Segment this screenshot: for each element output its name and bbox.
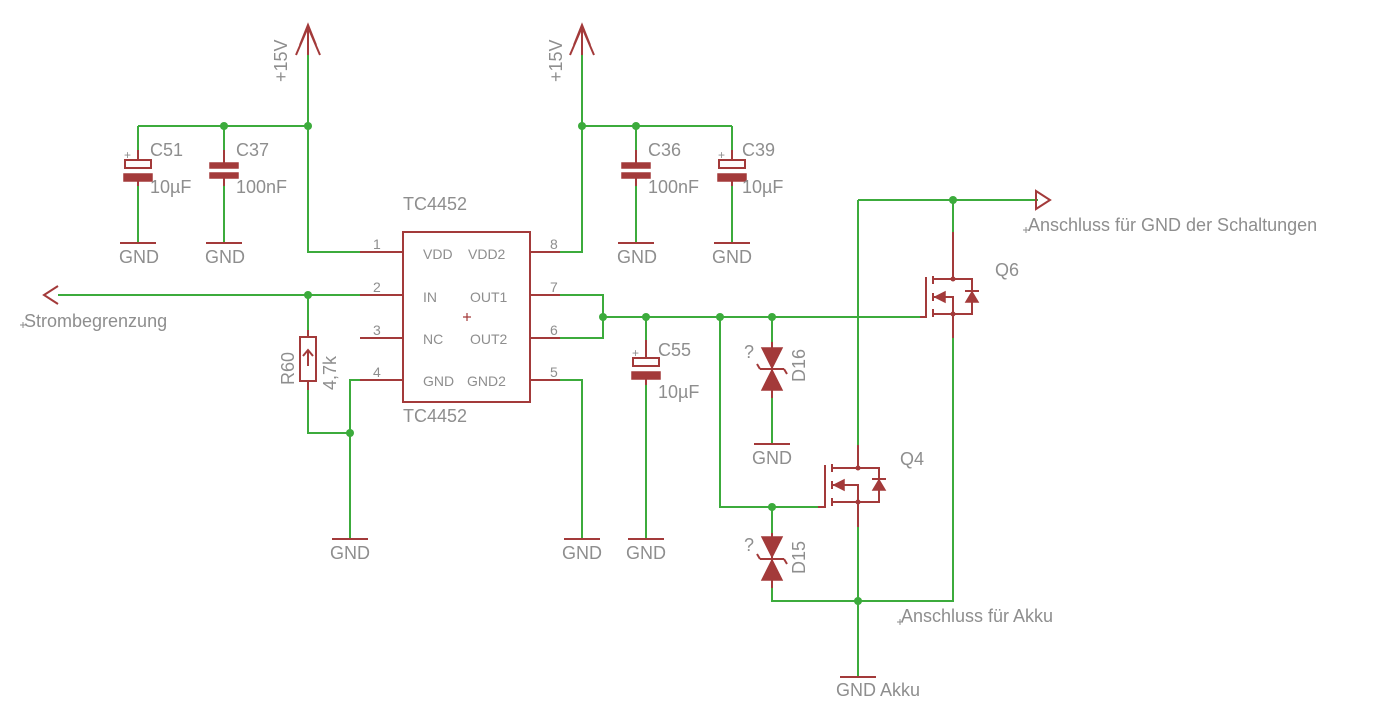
mosfet-q6 xyxy=(920,232,980,338)
d15-value: ? xyxy=(744,535,754,555)
c39-value: 10µF xyxy=(742,177,783,197)
ic-pin-2: 2 xyxy=(373,279,381,295)
mosfet-q4 xyxy=(818,445,887,527)
vcc-symbol-right: +15V xyxy=(546,22,595,82)
ic-pin-7: 7 xyxy=(550,279,558,295)
diode-d15 xyxy=(756,533,788,588)
ic-label-gnd2: GND2 xyxy=(467,373,506,389)
gnd-label-d16: GND xyxy=(752,448,792,468)
wires xyxy=(58,55,1038,676)
capacitor-c55: + xyxy=(631,340,661,385)
gnd-label-c36: GND xyxy=(617,247,657,267)
ic-pin-4: 4 xyxy=(373,364,381,380)
svg-text:+15V: +15V xyxy=(546,39,566,82)
gnd-label-pin5: GND xyxy=(562,543,602,563)
ic-label-gnd: GND xyxy=(423,373,454,389)
ic-label-out2: OUT2 xyxy=(470,331,508,347)
svg-text:+: + xyxy=(718,148,725,162)
c51-value: 10µF xyxy=(150,177,191,197)
ic-pin-1: 1 xyxy=(373,236,381,252)
c51-name: C51 xyxy=(150,140,183,160)
q4-name: Q4 xyxy=(900,449,924,469)
svg-text:+15V: +15V xyxy=(271,39,291,82)
c37-name: C37 xyxy=(236,140,269,160)
junctions xyxy=(220,122,957,605)
port-strombegrenzung-icon xyxy=(42,285,59,305)
ic-label-nc: NC xyxy=(423,331,443,347)
net-label-strombegrenzung: Strombegrenzung xyxy=(24,311,167,331)
ic-label-in: IN xyxy=(423,289,437,305)
capacitor-c39: + xyxy=(717,148,747,186)
net-label-akku: Anschluss für Akku xyxy=(901,606,1053,626)
capacitor-c51: + xyxy=(123,148,153,186)
port-gnd-schaltungen-icon xyxy=(1035,189,1052,211)
c55-name: C55 xyxy=(658,340,691,360)
r60-value: 4,7k xyxy=(320,355,340,390)
ic-label-vdd: VDD xyxy=(423,246,453,262)
c37-value: 100nF xyxy=(236,177,287,197)
c36-value: 100nF xyxy=(648,177,699,197)
d15-name: D15 xyxy=(789,541,809,574)
q6-name: Q6 xyxy=(995,260,1019,280)
ic-pin-5: 5 xyxy=(550,364,558,380)
ic-name-bottom: TC4452 xyxy=(403,406,467,426)
c36-name: C36 xyxy=(648,140,681,160)
ic-pin-3: 3 xyxy=(373,322,381,338)
vcc-symbol-left: +15V xyxy=(271,22,321,82)
d16-value: ? xyxy=(744,342,754,362)
net-label-gnd-schaltungen: Anschluss für GND der Schaltungen xyxy=(1028,215,1317,235)
resistor-r60 xyxy=(299,330,317,390)
gnd-label-pin4: GND xyxy=(330,543,370,563)
ic-pin-6: 6 xyxy=(550,322,558,338)
c55-value: 10µF xyxy=(658,382,699,402)
ic-name-top: TC4452 xyxy=(403,194,467,214)
gnd-label-c55: GND xyxy=(626,543,666,563)
capacitor-c37 xyxy=(209,150,239,186)
svg-text:+: + xyxy=(124,148,131,162)
gnd-label-c37: GND xyxy=(205,247,245,267)
capacitor-c36 xyxy=(621,150,651,186)
ic-pin-8: 8 xyxy=(550,236,558,252)
diode-d16 xyxy=(756,342,788,398)
gnd-label-c39: GND xyxy=(712,247,752,267)
gnd-symbols xyxy=(120,242,876,678)
ic-label-out1: OUT1 xyxy=(470,289,508,305)
ic-tc4452 xyxy=(360,231,560,403)
r60-name: R60 xyxy=(278,352,298,385)
svg-text:+: + xyxy=(632,346,639,360)
ic-label-vdd2: VDD2 xyxy=(468,246,506,262)
c39-name: C39 xyxy=(742,140,775,160)
gnd-akku-label: GND Akku xyxy=(836,680,920,700)
d16-name: D16 xyxy=(789,349,809,382)
gnd-label-c51: GND xyxy=(119,247,159,267)
